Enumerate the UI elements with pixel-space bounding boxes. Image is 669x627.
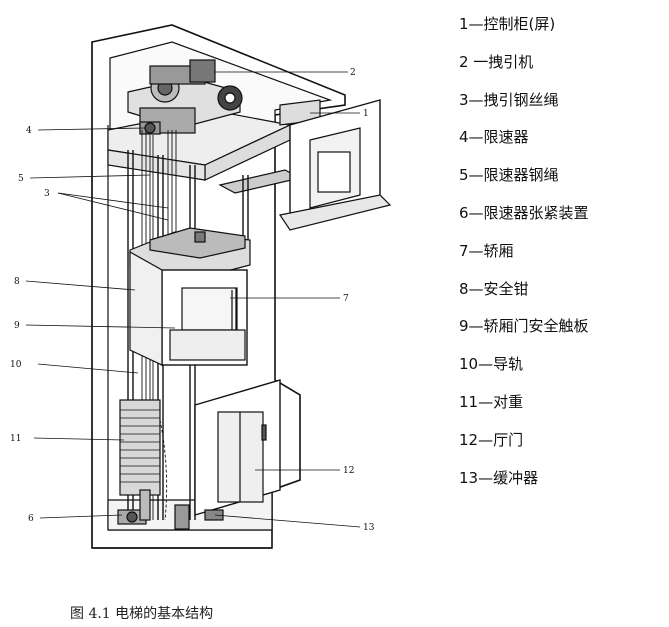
callout-8: 8 — [14, 277, 20, 287]
component-legend: 1—控制柜(屏) 2 一拽引机 3—拽引钢丝绳 4—限速器 5—限速器钢绳 6—… — [459, 6, 664, 497]
legend-item: 2 一拽引机 — [459, 52, 534, 71]
legend-item: 5—限速器钢绳 — [459, 166, 559, 185]
legend-item: 10—导轨 — [459, 355, 524, 374]
speed-governor — [139, 121, 161, 135]
elevator-car — [129, 227, 251, 366]
legend-item: 8—安全钳 — [459, 279, 529, 298]
traction-machine — [127, 59, 243, 134]
legend-item: 4—限速器 — [459, 128, 529, 147]
legend-item: 11—对重 — [459, 392, 524, 411]
callout-12: 12 — [343, 466, 354, 476]
elevator-structure-diagram: 1 2 3 4 5 6 7 8 9 10 11 12 13 — [10, 24, 392, 549]
landing-door — [194, 379, 281, 516]
legend-item: 9—轿厢门安全触板 — [459, 317, 589, 336]
legend-item: 3—拽引钢丝绳 — [459, 90, 559, 109]
callout-4: 4 — [26, 126, 32, 136]
counterweight — [119, 399, 161, 496]
callout-10: 10 — [10, 360, 22, 370]
callout-numbers: 1 2 3 4 5 6 7 8 9 10 11 12 13 — [10, 68, 375, 533]
callout-3: 3 — [44, 189, 50, 199]
legend-item: 6—限速器张紧装置 — [459, 203, 589, 222]
callout-5: 5 — [18, 174, 24, 184]
callout-7: 7 — [343, 294, 349, 304]
legend-item: 12—厅门 — [459, 430, 524, 449]
callout-9: 9 — [14, 321, 20, 331]
leader-lines — [25, 71, 361, 528]
pit-equipment — [117, 489, 224, 530]
figure-caption: 图 4.1 电梯的基本结构 — [70, 606, 214, 622]
callout-2: 2 — [350, 68, 356, 78]
control-cabinet — [279, 99, 392, 231]
callout-6: 6 — [28, 514, 34, 524]
legend-item: 13—缓冲器 — [459, 468, 539, 487]
legend-item: 7—轿厢 — [459, 241, 514, 260]
legend-item: 1—控制柜(屏) — [459, 15, 556, 33]
callout-13: 13 — [363, 523, 375, 533]
callout-1: 1 — [363, 109, 369, 119]
callout-11: 11 — [10, 434, 21, 444]
